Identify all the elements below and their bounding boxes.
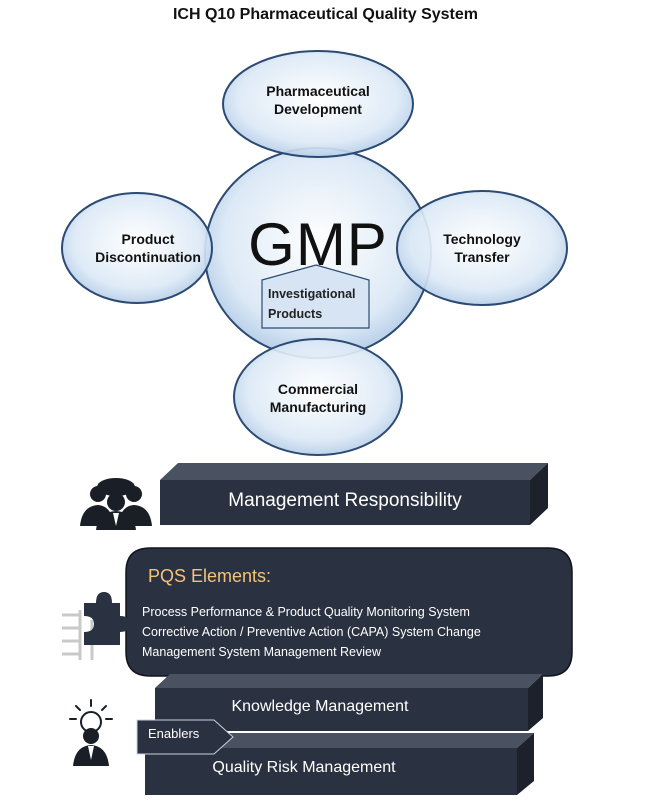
people-meeting-icon [80,478,152,530]
satellite-top-line2: Development [274,101,362,117]
technology-transfer-ellipse [396,190,568,306]
pharmaceutical-development-label: Pharmaceutical Development [238,82,398,118]
satellite-right-line1: Technology [443,231,521,247]
puzzle-icon [62,592,130,660]
enablers-arrow [136,719,234,755]
satellite-left-line2: Discontinuation [95,249,201,265]
pharmaceutical-development-ellipse [222,50,414,158]
knowledge-management-label: Knowledge Management [231,698,409,715]
satellite-bottom-line1: Commercial [277,381,359,397]
management-responsibility-label: Management Responsibility [228,490,462,511]
enablers-tag: Enablers [148,726,200,741]
pqs-item: Management System Management Review [142,645,382,659]
investigational-line1: Investigational [268,287,356,301]
pqs-box [125,547,573,677]
satellite-bottom-line2: Manufacturing [269,399,367,415]
investigational-products-shape [261,264,370,329]
management-bar [160,463,548,525]
satellite-right-line2: Transfer [454,249,510,265]
pqs-item: Corrective Action / Preventive Action (C… [142,625,481,639]
product-discontinuation-ellipse [61,192,213,304]
investigational-line2: Products [268,307,323,321]
pqs-title: PQS Elements: [148,566,272,586]
quality-risk-management-label: Quality Risk Management [212,759,396,776]
pqs-item: Process Performance & Product Quality Mo… [142,605,470,619]
technology-transfer-label: Technology Transfer [422,230,542,266]
lightbulb-person-icon [69,699,113,766]
satellite-left-line1: Product [121,231,175,247]
commercial-manufacturing-label: Commercial Manufacturing [248,380,388,416]
product-discontinuation-label: Product Discontinuation [82,230,214,266]
commercial-manufacturing-ellipse [233,338,403,456]
investigational-products-label: Investigational Products [268,284,356,324]
gmp-label: GMP [248,211,388,278]
diagram-title: ICH Q10 Pharmaceutical Quality System [172,6,478,23]
risk-bar [145,733,534,795]
satellite-top-line1: Pharmaceutical [266,83,370,99]
pqs-items: Process Performance & Product Quality Mo… [142,602,542,662]
